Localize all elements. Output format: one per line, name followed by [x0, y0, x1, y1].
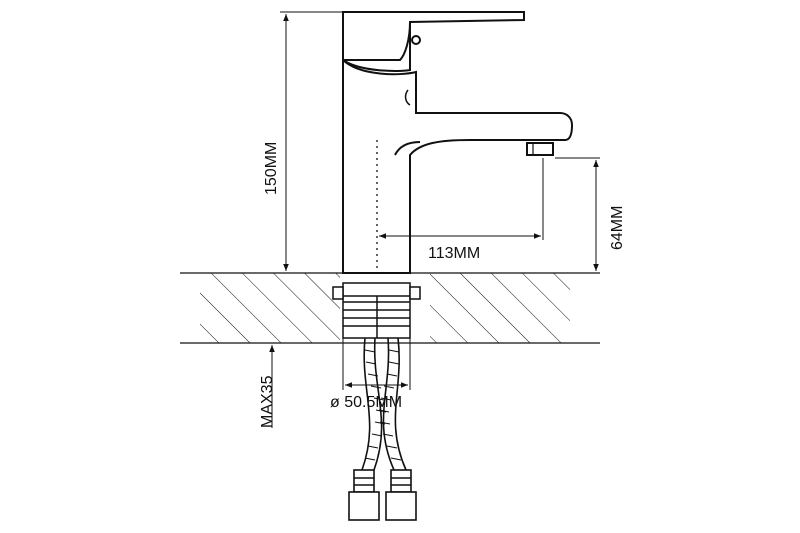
dimension-reach: 113MM: [379, 158, 544, 262]
supply-hoses: [361, 337, 407, 471]
dimension-max-thickness: MAX35: [259, 345, 276, 428]
dimension-spout-height: 64MM: [555, 157, 626, 271]
faucet-body: [342, 11, 574, 274]
dimension-diameter: ø 50.5MM: [330, 338, 411, 411]
countertop-section: [180, 272, 600, 344]
hose-fittings: [348, 469, 417, 521]
dimension-height: 150MM: [263, 11, 343, 271]
mounting-nut: [332, 282, 421, 339]
reach-label: 113MM: [428, 245, 480, 262]
diameter-label: ø 50.5MM: [330, 394, 402, 411]
max-thickness-label: MAX35: [259, 375, 276, 428]
height-label: 150MM: [263, 142, 280, 195]
spout-height-label: 64MM: [609, 206, 626, 250]
